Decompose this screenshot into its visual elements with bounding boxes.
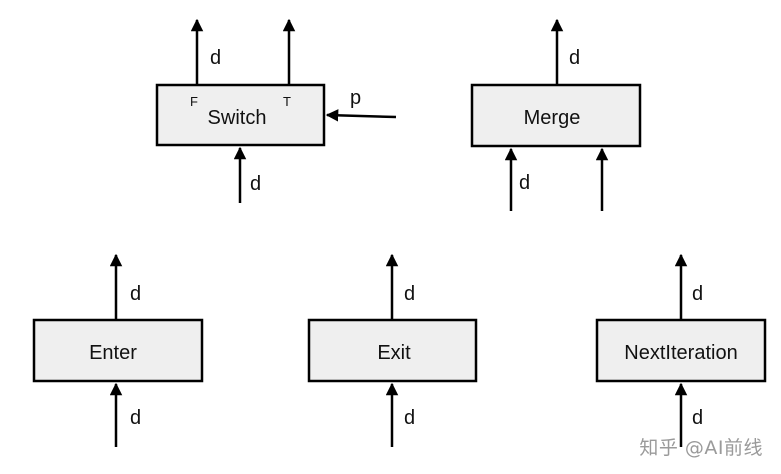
exit-in-label: d [404, 407, 415, 429]
enter-in-label: d [130, 407, 141, 429]
next-iteration-label: NextIteration [624, 342, 737, 364]
watermark: 知乎 @AI前线 [639, 437, 763, 459]
switch-in-data-label: d [250, 173, 261, 195]
merge-label: Merge [524, 107, 581, 129]
exit-label: Exit [377, 342, 411, 364]
next-iteration-out-label: d [692, 283, 703, 305]
enter-label: Enter [89, 342, 137, 364]
enter-out-label: d [130, 283, 141, 305]
next-iteration-in-label: d [692, 407, 703, 429]
switch-in-pred-label: p [350, 87, 361, 109]
exit-out-label: d [404, 283, 415, 305]
switch-out-false-label: d [210, 47, 221, 69]
merge-out-label: d [569, 47, 580, 69]
exit-node: Exit [307, 318, 478, 383]
enter-box [32, 318, 204, 383]
switch-in-pred-arrow [325, 109, 397, 122]
next-iteration-box [595, 318, 767, 383]
switch-box [155, 83, 326, 147]
switch-port-false: F [190, 94, 198, 109]
switch-node: Switch F T [155, 83, 326, 147]
merge-node: Merge [470, 83, 642, 148]
next-iteration-node: NextIteration [595, 318, 767, 383]
enter-node: Enter [32, 318, 204, 383]
switch-label: Switch [208, 107, 267, 129]
switch-port-true: T [283, 94, 291, 109]
merge-in-1-label: d [519, 172, 530, 194]
